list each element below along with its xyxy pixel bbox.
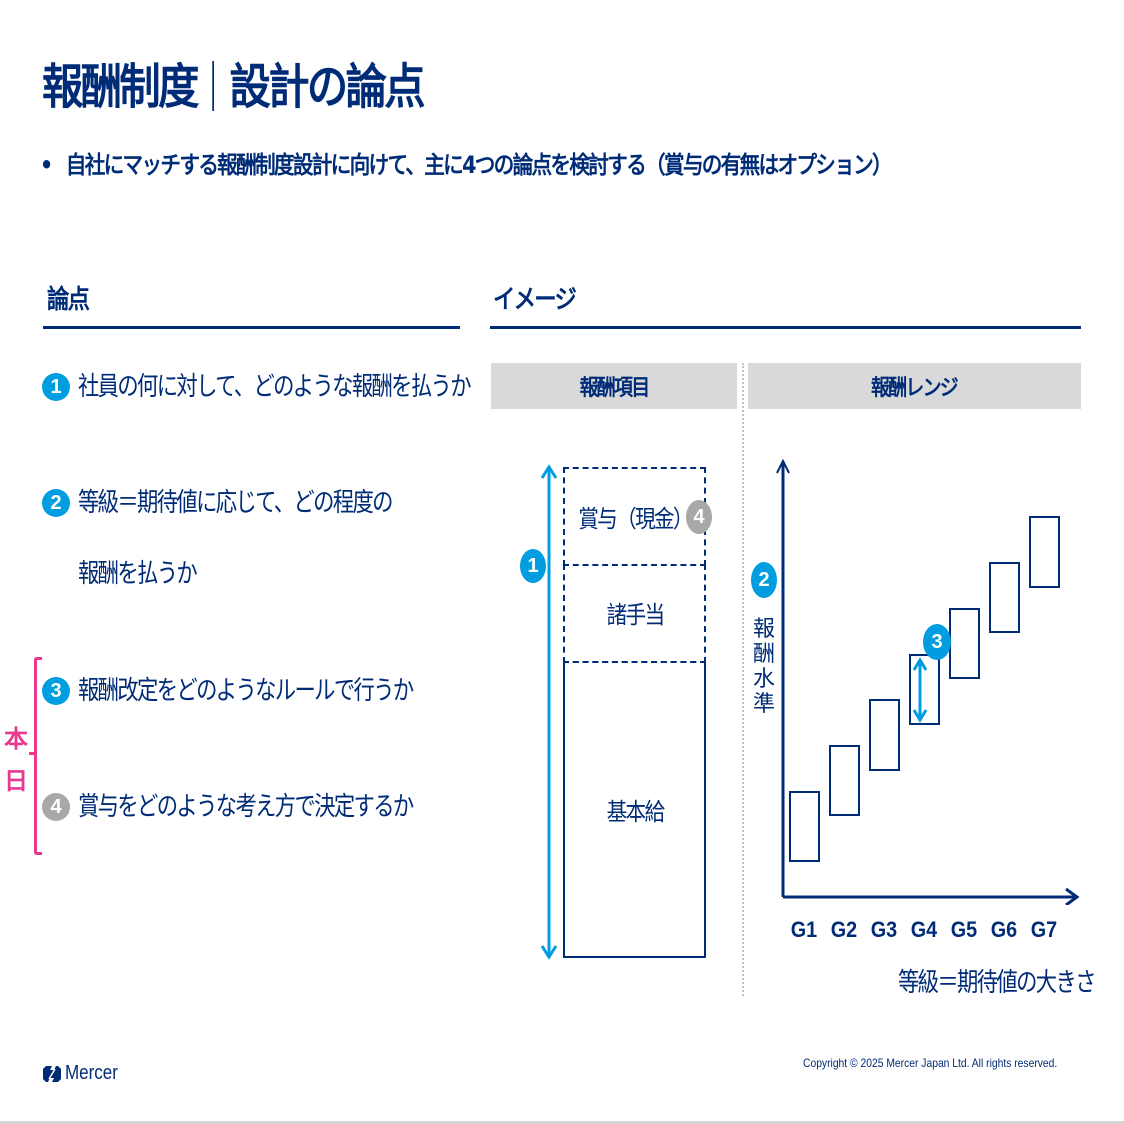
grade-label-g3: G3 xyxy=(870,917,898,942)
grade-label-g1: G1 xyxy=(790,917,818,942)
number-badge-1: 1 xyxy=(42,373,70,401)
y-label-4: 準 xyxy=(752,692,775,717)
range-box-g3 xyxy=(869,699,900,771)
today-bracket xyxy=(34,657,42,855)
range-double-arrow-icon xyxy=(912,657,928,723)
range-box-g2 xyxy=(829,745,860,816)
slide-bottom-border xyxy=(0,1121,1124,1124)
range-box-g6 xyxy=(989,562,1020,633)
grade-label-g7: G7 xyxy=(1030,917,1058,942)
number-badge-2: 2 xyxy=(42,489,70,517)
grade-label-g5: G5 xyxy=(950,917,978,942)
range-box-g7 xyxy=(1029,516,1060,588)
point-2-text-line2: 報酬を払うか xyxy=(78,559,198,589)
copyright: Copyright © 2025 Mercer Japan Ltd. All r… xyxy=(803,1056,1058,1070)
grade-label-g2: G2 xyxy=(830,917,858,942)
chart-axes xyxy=(776,458,1080,905)
section-rule-left xyxy=(43,326,460,329)
subtitle-text: 自社にマッチする報酬制度設計に向けて、主に4つの論点を検討する（賞与の有無はオプ… xyxy=(65,151,893,179)
grade-label-g4: G4 xyxy=(910,917,938,942)
vertical-double-arrow-icon xyxy=(540,464,558,960)
number-badge-3-chart: 3 xyxy=(923,624,951,660)
subtitle: • 自社にマッチする報酬制度設計に向けて、主に4つの論点を検討する（賞与の有無はオ… xyxy=(40,148,893,182)
number-badge-1-stack: 1 xyxy=(520,549,546,583)
number-badge-4: 4 xyxy=(42,793,70,821)
title-separator xyxy=(212,61,215,111)
section-heading-image: イメージ xyxy=(493,285,577,315)
logo-text: Mercer xyxy=(65,1062,118,1084)
number-badge-4-bonus: 4 xyxy=(686,500,712,534)
y-label-2: 酬 xyxy=(752,642,775,667)
component-base-salary: 基本給 xyxy=(563,661,706,958)
point-2-text-line1: 等級＝期待値に応じて、どの程度の xyxy=(78,488,393,518)
number-badge-2-chart: 2 xyxy=(751,562,777,598)
number-badge-3: 3 xyxy=(42,677,70,705)
range-box-g5 xyxy=(949,608,980,679)
range-box-g1 xyxy=(789,791,820,862)
today-label-2: 日 xyxy=(4,767,28,795)
panel-header-pay-range: 報酬レンジ xyxy=(748,363,1081,409)
point-1-text: 社員の何に対して、どのような報酬を払うか xyxy=(78,372,472,402)
component-bonus: 賞与（現金） xyxy=(563,467,706,566)
section-rule-right xyxy=(490,326,1081,329)
title-right: 設計の論点 xyxy=(229,59,425,115)
today-bracket-tick xyxy=(29,752,37,755)
page-title: 報酬制度設計の論点 xyxy=(42,52,426,122)
point-4-text: 賞与をどのような考え方で決定するか xyxy=(78,792,414,822)
panel-divider xyxy=(742,363,744,996)
title-left: 報酬制度 xyxy=(42,59,199,115)
bullet: • xyxy=(40,151,53,179)
point-3-text: 報酬改定をどのようなルールで行うか xyxy=(78,676,414,706)
mercer-logo-icon xyxy=(43,1065,61,1082)
grade-label-g6: G6 xyxy=(990,917,1018,942)
mercer-logo: Mercer xyxy=(43,1062,127,1085)
x-axis-label: 等級＝期待値の大きさ xyxy=(898,968,1096,998)
section-heading-points: 論点 xyxy=(47,285,90,315)
component-allowance: 諸手当 xyxy=(563,564,706,663)
today-label-1: 本 xyxy=(4,725,28,753)
panel-header-pay-items: 報酬項目 xyxy=(491,363,737,409)
y-label-1: 報 xyxy=(752,617,775,642)
y-label-3: 水 xyxy=(752,667,775,692)
